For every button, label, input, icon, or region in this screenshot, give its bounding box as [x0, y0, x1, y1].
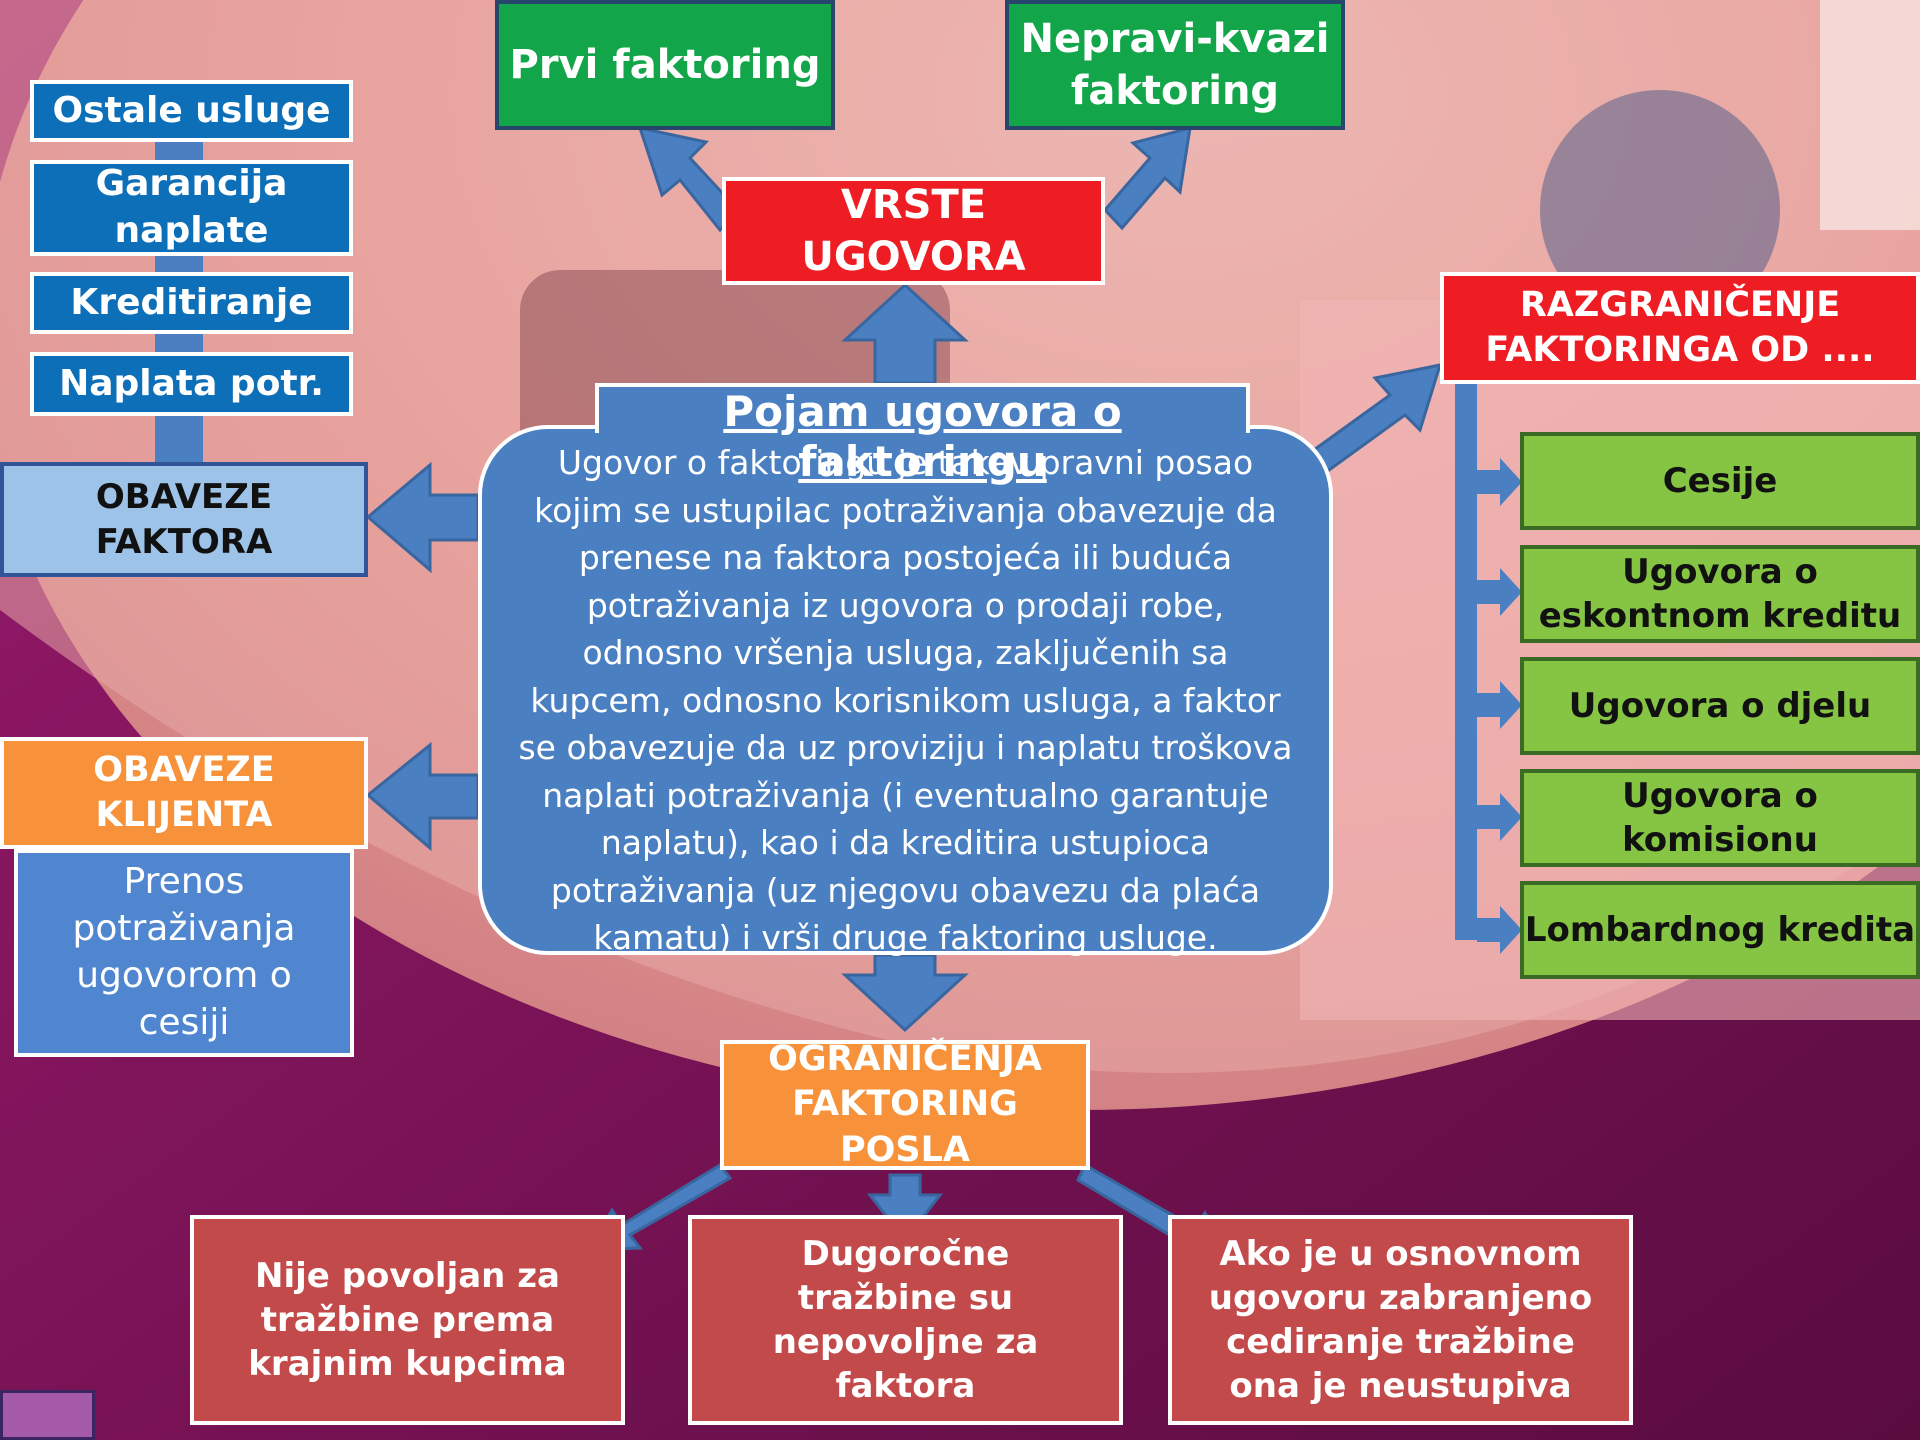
- razgranicenje-djelo: Ugovora o djelu: [1520, 657, 1920, 755]
- definition-text: Ugovor o faktoringu je takav pravni posa…: [518, 443, 1293, 958]
- arrow-left-faktora: [365, 461, 480, 574]
- vrsta-prvi-faktoring: Prvi faktoring: [495, 0, 835, 130]
- razgranicenje-cesije: Cesije: [1520, 432, 1920, 530]
- faktor-naplata: Naplata potr.: [30, 352, 353, 416]
- razgranicenje-eskontni: Ugovora o eskontnom kreditu: [1520, 545, 1920, 643]
- vrste-ugovora-box: VRSTE UGOVORA: [722, 177, 1105, 285]
- ogranicenja-box: OGRANIČENJA FAKTORING POSLA: [720, 1039, 1090, 1170]
- limit-zabranjeno-cediranje: Ako je u osnovnom ugovoru zabranjeno ced…: [1168, 1215, 1633, 1425]
- razgranicenje-box: RAZGRANIČENJE FAKTORINGA OD ....: [1440, 272, 1920, 384]
- arrow-to-nepravi: [1102, 125, 1192, 231]
- razgranicenje-lombardni: Lombardnog kredita: [1520, 881, 1920, 979]
- vrsta-nepravi-faktoring: Nepravi-kvazi faktoring: [1005, 0, 1345, 130]
- arrow-left-klijenta: [365, 741, 480, 852]
- faktor-ostale-usluge: Ostale usluge: [30, 80, 353, 142]
- faktor-kreditiranje: Kreditiranje: [30, 272, 353, 334]
- center-title: Pojam ugovora o faktoringu: [595, 383, 1250, 486]
- razgranicenje-komision: Ugovora o komisionu: [1520, 769, 1920, 867]
- definition-box: Ugovor o faktoringu je takav pravni posa…: [478, 425, 1333, 957]
- arrow-down-ogranicenja: [841, 953, 969, 1033]
- corner-decoration: [0, 1390, 95, 1440]
- klijent-prenos-detail: Prenos potraživanja ugovorom o cesiji: [14, 849, 354, 1057]
- obaveze-klijenta-box: OBAVEZE KLIJENTA: [0, 737, 368, 849]
- razgranicenje-bracket: [1455, 380, 1477, 940]
- arrow-right-razgranicenje: [1297, 363, 1443, 480]
- limit-dugorocne: Dugoročne tražbine su nepovoljne za fakt…: [688, 1215, 1123, 1425]
- limit-krajnji-kupci: Nije povoljan za tražbine prema krajnim …: [190, 1215, 625, 1425]
- arrow-up-vrste: [841, 282, 969, 385]
- faktor-garancija-naplate: Garancija naplate: [30, 160, 353, 256]
- obaveze-faktora-box: OBAVEZE FAKTORA: [0, 462, 368, 577]
